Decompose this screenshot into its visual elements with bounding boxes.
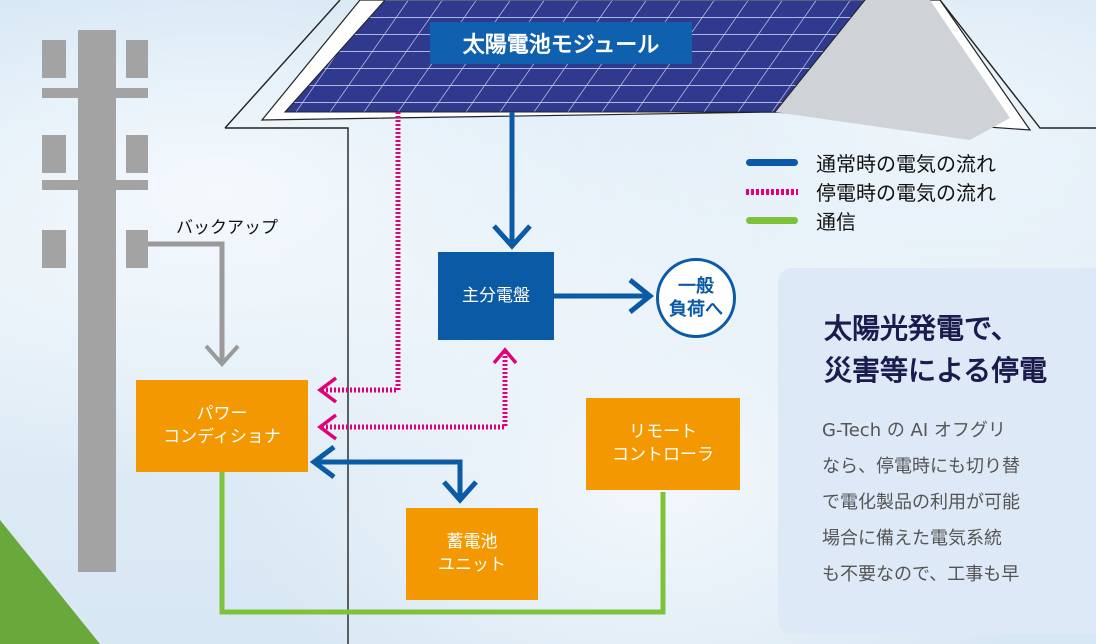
main-distribution-panel: 主分電盤 [438, 252, 554, 340]
info-headline: 太陽光発電で、 災害等による停電 [824, 312, 1048, 387]
normal-flow-lines [309, 112, 655, 504]
house-outline [224, 0, 1096, 644]
solar-module-label: 太陽電池モジュール [430, 22, 692, 64]
legend: 通常時の電気の流れ 停電時の電気の流れ 通信 [746, 148, 996, 235]
legend-label-outage: 停電時の電気の流れ [816, 181, 996, 205]
legend-item-comm: 通信 [746, 206, 996, 235]
backup-label: バックアップ [176, 218, 278, 238]
utility-pole [42, 30, 148, 572]
grass [0, 520, 100, 644]
legend-item-outage: 停電時の電気の流れ [746, 177, 996, 206]
outage-flow-lines [322, 112, 508, 430]
outage-arrowheads [317, 347, 518, 441]
backup-line [148, 241, 240, 368]
comm-lines [219, 472, 666, 615]
battery-unit: 蓄電池 ユニット [406, 508, 538, 600]
general-load-circle: 一般 負荷へ [656, 258, 736, 338]
legend-swatch-normal [746, 159, 798, 166]
legend-swatch-comm [746, 217, 798, 224]
power-conditioner: パワー コンディショナ [136, 380, 308, 472]
legend-label-normal: 通常時の電気の流れ [816, 152, 996, 176]
legend-item-normal: 通常時の電気の流れ [746, 148, 996, 177]
legend-label-comm: 通信 [816, 210, 856, 234]
remote-controller: リモート コントローラ [586, 398, 740, 490]
info-body: G-Tech の AI オフグリ なら、停電時にも切り替 で電化製品の利用が可能… [822, 420, 1020, 585]
info-box: 太陽光発電で、 災害等による停電 G-Tech の AI オフグリ なら、停電時… [778, 268, 1096, 634]
legend-swatch-outage [746, 188, 798, 195]
